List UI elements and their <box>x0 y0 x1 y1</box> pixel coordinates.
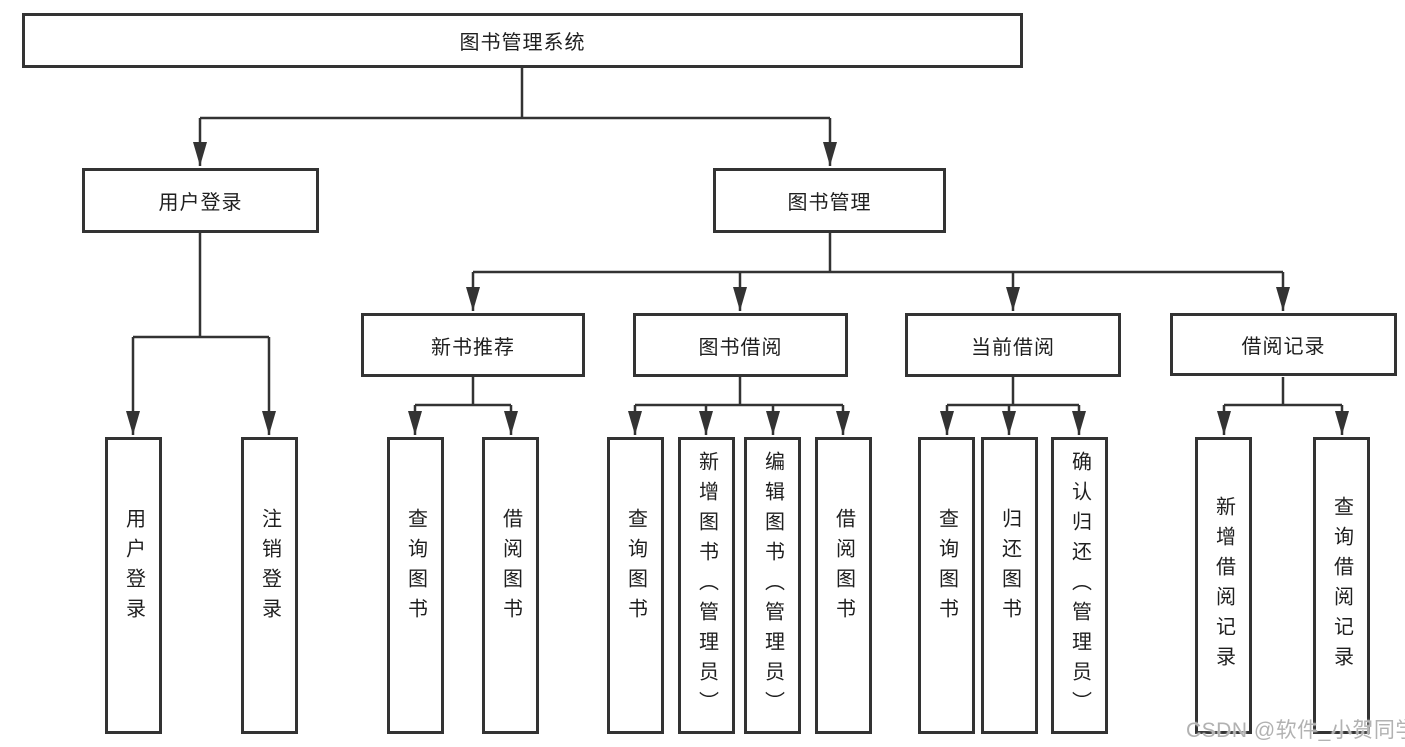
leaf-user-login: 用户登录 <box>105 437 162 734</box>
node-current-borrowing-label: 当前借阅 <box>971 336 1055 359</box>
leaf-edit-book-admin-label: 编辑图书（管理员） <box>761 450 784 721</box>
node-new-book-recommend-label: 新书推荐 <box>431 336 515 359</box>
node-book-management-label: 图书管理 <box>787 192 872 214</box>
leaf-query-borrow-record-label: 查询借阅记录 <box>1330 495 1353 676</box>
leaf-borrow-books: 借阅图书 <box>815 437 872 734</box>
leaf-add-book-admin: 新增图书（管理员） <box>678 437 735 734</box>
leaf-query-books-borrowing: 查询图书 <box>607 437 664 734</box>
leaf-edit-book-admin: 编辑图书（管理员） <box>744 437 801 734</box>
leaf-logout: 注销登录 <box>241 437 298 734</box>
leaf-query-books-current-label: 查询图书 <box>935 507 958 628</box>
node-current-borrowing: 当前借阅 <box>905 313 1121 377</box>
leaf-add-borrow-record: 新增借阅记录 <box>1195 437 1252 734</box>
node-user-login: 用户登录 <box>82 168 319 233</box>
leaf-confirm-return-admin-label: 确认归还（管理员） <box>1068 450 1091 721</box>
leaf-user-login-label: 用户登录 <box>122 507 145 628</box>
leaf-query-books-recommend-label: 查询图书 <box>404 507 427 628</box>
node-borrowing-records-label: 借阅记录 <box>1241 336 1326 358</box>
node-user-login-label: 用户登录 <box>158 192 243 214</box>
node-book-borrowing-label: 图书借阅 <box>698 336 783 359</box>
leaf-return-books: 归还图书 <box>981 437 1038 734</box>
leaf-borrow-books-label: 借阅图书 <box>832 507 855 628</box>
leaf-borrow-books-recommend-label: 借阅图书 <box>499 507 522 628</box>
csdn-watermark: CSDN @软件_小贺同学 <box>1186 719 1405 742</box>
node-book-borrowing: 图书借阅 <box>633 313 848 377</box>
leaf-borrow-books-recommend: 借阅图书 <box>482 437 539 734</box>
leaf-query-books-borrowing-label: 查询图书 <box>624 507 647 628</box>
leaf-logout-label: 注销登录 <box>258 507 281 628</box>
node-borrowing-records: 借阅记录 <box>1170 313 1397 376</box>
node-new-book-recommend: 新书推荐 <box>361 313 585 377</box>
connector-elbows <box>133 68 1342 407</box>
leaf-query-books-current: 查询图书 <box>918 437 975 734</box>
node-library-system-label: 图书管理系统 <box>459 32 586 54</box>
leaf-query-books-recommend: 查询图书 <box>387 437 444 734</box>
leaf-confirm-return-admin: 确认归还（管理员） <box>1051 437 1108 734</box>
leaf-add-book-admin-label: 新增图书（管理员） <box>695 450 718 721</box>
leaf-return-books-label: 归还图书 <box>998 507 1021 628</box>
leaf-add-borrow-record-label: 新增借阅记录 <box>1212 495 1235 676</box>
connector-arrows <box>126 118 1349 435</box>
node-book-management: 图书管理 <box>713 168 946 233</box>
leaf-query-borrow-record: 查询借阅记录 <box>1313 437 1370 734</box>
node-library-system: 图书管理系统 <box>22 13 1023 68</box>
